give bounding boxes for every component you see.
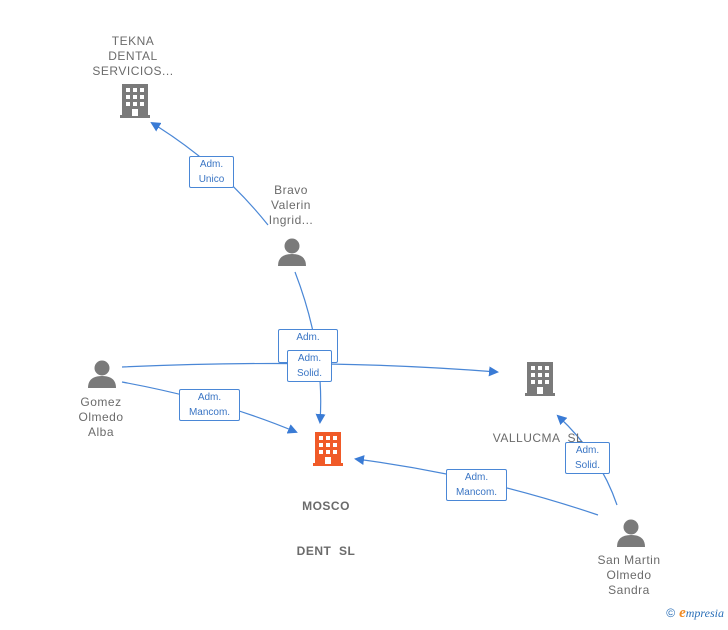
person-icon[interactable]	[278, 238, 306, 267]
person-icon[interactable]	[617, 519, 645, 548]
node-label-mosco[interactable]: MOSCO DENT SL	[296, 499, 356, 558]
edge-label-adm-mancom-sanmartin[interactable]: Adm. Mancom.	[446, 469, 507, 501]
node-label-gomez[interactable]: Gomez Olmedo Alba	[78, 395, 124, 439]
node-label-sanmartin[interactable]: San Martin Olmedo Sandra	[597, 553, 661, 597]
empresia-logo: ©empresia	[666, 605, 724, 622]
edge-label-adm-solid-sanmartin[interactable]: Adm. Solid.	[565, 442, 610, 474]
node-label-bravo[interactable]: Bravo Valerin Ingrid...	[268, 183, 314, 227]
brand-name: mpresia	[685, 606, 724, 620]
node-label-tekna[interactable]: TEKNA DENTAL SERVICIOS...	[92, 34, 174, 78]
copyright-symbol: ©	[666, 606, 676, 620]
edge-label-adm-solid-gomez[interactable]: Adm. Solid.	[287, 350, 332, 382]
building-icon[interactable]	[525, 362, 555, 396]
brand-initial: e	[679, 605, 686, 621]
edge-label-adm-unico[interactable]: Adm. Unico	[189, 156, 234, 188]
edge-label-adm-mancom-gomez[interactable]: Adm. Mancom.	[179, 389, 240, 421]
building-icon[interactable]	[120, 84, 150, 118]
node-label-vallucma[interactable]: VALLUCMA SL	[492, 431, 584, 445]
person-icon[interactable]	[88, 360, 116, 389]
building-icon[interactable]	[313, 432, 343, 466]
